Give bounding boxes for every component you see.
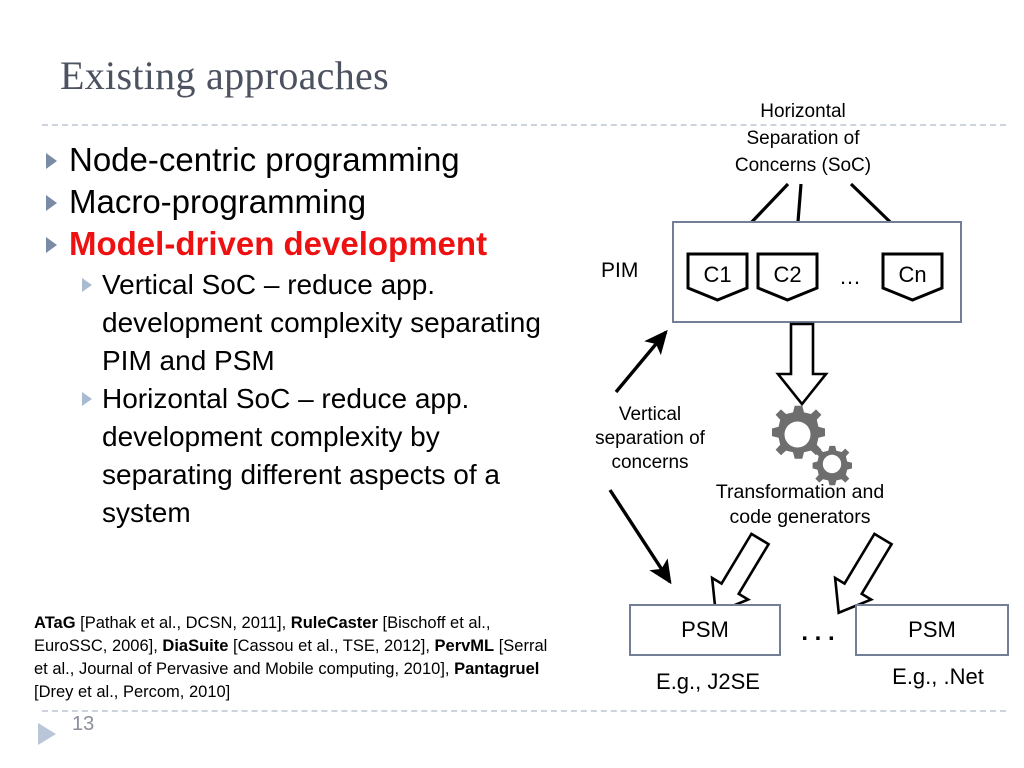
block-arrow-to-psm-right <box>833 532 894 615</box>
concern-label-c1: C1 <box>703 262 731 287</box>
psm-left-caption: E.g., J2SE <box>656 669 760 694</box>
vertical-soc-label-line3: concerns <box>611 452 688 473</box>
references-block: ATaG [Pathak et al., DCSN, 2011], RuleCa… <box>34 612 564 704</box>
bullet-triangle-icon <box>46 195 57 211</box>
concern-shape-cn[interactable]: Cn <box>881 252 944 302</box>
reference-name: PervML <box>434 637 495 655</box>
divider-top <box>42 124 1006 126</box>
bullet-triangle-icon <box>82 278 92 292</box>
psm-left-label: PSM <box>681 617 729 642</box>
sub-list-item[interactable]: Horizontal SoC – reduce app. development… <box>46 380 576 532</box>
horizontal-soc-label-line1: Horizontal <box>760 101 846 122</box>
pim-label: PIM <box>601 259 638 282</box>
concern-shape-c1[interactable]: C1 <box>686 252 749 302</box>
reference-name: Pantagruel <box>454 660 540 678</box>
concern-label-c2: C2 <box>773 262 801 287</box>
psm-box-left[interactable]: PSM <box>629 604 781 656</box>
block-arrow-pim-to-transform <box>775 322 829 407</box>
list-item-highlighted[interactable]: Model-driven development <box>46 224 576 264</box>
concern-shape-c2[interactable]: C2 <box>756 252 819 302</box>
reference-detail: [Drey et al., Percom, 2010] <box>34 683 231 701</box>
arrow-vertical-soc-down <box>608 489 672 585</box>
transformation-label-line2: code generators <box>730 506 871 528</box>
bullet-triangle-icon <box>46 153 57 169</box>
reference-name: DiaSuite <box>162 637 229 655</box>
gears-icon <box>772 405 852 486</box>
list-item[interactable]: Macro-programming <box>46 182 576 222</box>
architecture-diagram: Horizontal Separation of Concerns (SoC) … <box>588 92 1018 712</box>
psm-right-caption: E.g., .Net <box>892 664 984 689</box>
transformation-label-line1: Transformation and <box>716 481 884 503</box>
psm-box-right[interactable]: PSM <box>855 604 1009 656</box>
reference-detail: [Cassou et al., TSE, 2012], <box>228 637 435 655</box>
reference-detail: [Serral et al., Journal of Pervasive and… <box>34 637 548 678</box>
sub-list-item-label: Horizontal SoC – reduce app. development… <box>102 383 500 528</box>
psm-ellipsis: . . . <box>801 619 834 646</box>
psm-right-label: PSM <box>908 617 956 642</box>
horizontal-soc-label-line3: Concerns (SoC) <box>735 155 871 176</box>
bullet-triangle-icon <box>82 392 92 406</box>
sub-list-item[interactable]: Vertical SoC – reduce app. development c… <box>46 266 576 380</box>
list-item-label: Model-driven development <box>69 225 488 262</box>
concern-label-cn: Cn <box>898 262 926 287</box>
list-item-label: Node-centric programming <box>69 141 460 178</box>
reference-detail: [Pathak et al., DCSN, 2011], <box>75 614 291 632</box>
reference-name: ATaG <box>34 614 76 632</box>
concern-ellipsis: … <box>839 264 861 289</box>
sub-list-item-label: Vertical SoC – reduce app. development c… <box>102 269 541 376</box>
divider-bottom <box>42 710 1006 712</box>
bullet-list: Node-centric programming Macro-programmi… <box>46 140 576 532</box>
bullet-triangle-icon <box>46 237 57 253</box>
slide-number: 13 <box>72 713 95 735</box>
corner-triangle-icon <box>38 723 56 745</box>
vertical-soc-label-line1: Vertical <box>619 404 681 425</box>
reference-name: RuleCaster <box>290 614 378 632</box>
list-item-label: Macro-programming <box>69 183 367 220</box>
vertical-soc-label-line2: separation of <box>595 428 706 449</box>
arrow-vertical-soc-up <box>614 329 668 394</box>
list-item[interactable]: Node-centric programming <box>46 140 576 180</box>
horizontal-soc-label-line2: Separation of <box>746 128 860 149</box>
reference-detail: [Bischoff et al., EuroSSC, 2006], <box>34 614 491 655</box>
page-title: Existing approaches <box>60 53 389 98</box>
